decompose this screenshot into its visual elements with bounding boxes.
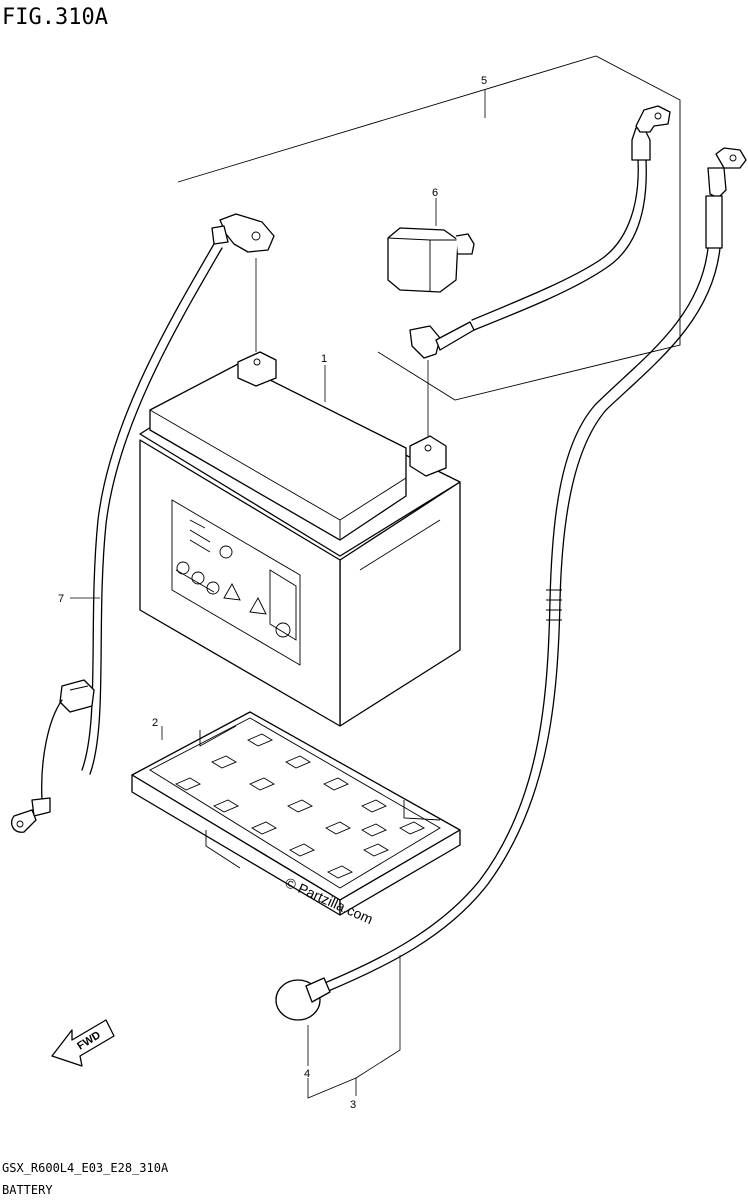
part-5-cable[interactable] [409, 105, 671, 359]
part-3-long-cable[interactable] [275, 147, 747, 1021]
fwd-direction-arrow: FWD [51, 1019, 115, 1067]
part-2-battery-tray[interactable] [131, 711, 461, 916]
cable-set-panel [177, 55, 681, 401]
part-6-terminal-cover[interactable] [387, 227, 475, 293]
callout-4: 4 [304, 1068, 310, 1080]
callout-6: 6 [432, 187, 438, 199]
part-7-ground-wire[interactable] [10, 213, 275, 833]
leader-lines [70, 90, 486, 1099]
figure-code: GSX_R600L4_E03_E28_310A [2, 1161, 169, 1175]
part-1-battery[interactable] [139, 351, 461, 727]
callout-7: 7 [58, 593, 64, 605]
callout-1: 1 [321, 353, 327, 365]
callout-5: 5 [481, 75, 487, 87]
figure-title: FIG.310A [2, 5, 108, 30]
callout-2: 2 [152, 717, 158, 729]
figure-name: BATTERY [2, 1183, 53, 1197]
callout-3: 3 [350, 1099, 356, 1111]
